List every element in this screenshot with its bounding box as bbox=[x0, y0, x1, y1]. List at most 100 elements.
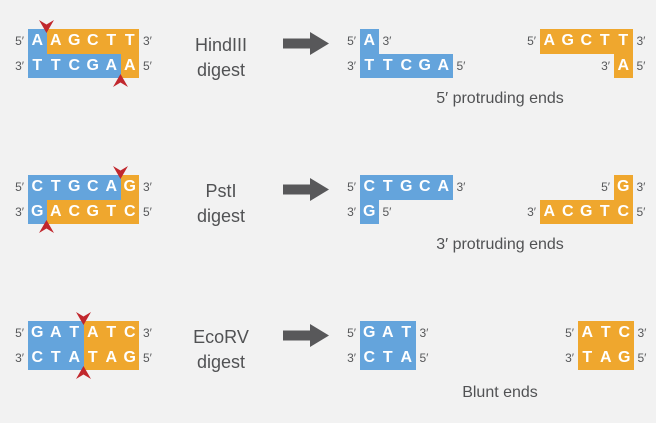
strand-end-label: 3′ bbox=[143, 180, 152, 194]
dna-strand-segment: G bbox=[614, 175, 633, 200]
nucleotide-base: G bbox=[86, 202, 99, 220]
dna-strand-segment: A bbox=[28, 29, 47, 54]
nucleotide-base: G bbox=[418, 56, 431, 74]
dna-strand-segment: G bbox=[28, 199, 47, 224]
arrow-right-icon bbox=[283, 178, 329, 201]
digest-word: digest bbox=[196, 60, 246, 80]
nucleotide-base: G bbox=[363, 324, 376, 341]
strand-end-label: 3′ bbox=[15, 350, 24, 365]
nucleotide-base: A bbox=[543, 32, 556, 49]
dna-strand-segment: A bbox=[120, 53, 139, 78]
nucleotide-base: C bbox=[561, 202, 574, 220]
nucleotide-base: C bbox=[418, 178, 431, 195]
cut-site-marker-icon bbox=[113, 74, 128, 87]
nucleotide-base: G bbox=[123, 348, 136, 366]
strand-end-label: 5′ bbox=[347, 34, 356, 48]
enzyme-name: PstI bbox=[205, 181, 237, 201]
nucleotide-base: G bbox=[618, 348, 631, 366]
strand-end-label: 3′ bbox=[15, 58, 24, 73]
nucleotide-base: T bbox=[382, 56, 393, 74]
nucleotide-base: A bbox=[49, 32, 62, 49]
strand-end-label: 3′ bbox=[347, 58, 356, 73]
nucleotide-base: C bbox=[31, 178, 44, 195]
strand-end-label: 3′ bbox=[15, 204, 24, 219]
strand-end-label: 5′ bbox=[347, 326, 356, 340]
ends-caption-blunt: Blunt ends bbox=[462, 384, 538, 401]
strand-end-label: 5′ bbox=[15, 180, 24, 194]
nucleotide-base: G bbox=[123, 178, 136, 195]
cut-site-marker-icon bbox=[76, 312, 91, 325]
strand-end-label: 3′ bbox=[382, 34, 392, 48]
nucleotide-base: T bbox=[582, 348, 593, 366]
nucleotide-base: G bbox=[68, 178, 81, 195]
strand-end-label: 5′ bbox=[636, 204, 646, 219]
arrow-right-icon bbox=[283, 32, 329, 55]
nucleotide-base: C bbox=[618, 324, 631, 341]
nucleotide-base: A bbox=[31, 32, 44, 49]
nucleotide-base: A bbox=[400, 348, 413, 366]
ends-caption-hindiii: 5′ protruding ends bbox=[436, 90, 564, 107]
nucleotide-base: T bbox=[600, 324, 611, 341]
nucleotide-base: T bbox=[32, 56, 43, 74]
nucleotide-base: A bbox=[437, 178, 450, 195]
nucleotide-base: T bbox=[106, 324, 117, 341]
digest-word: digest bbox=[196, 352, 246, 372]
strand-end-label: 3′ bbox=[527, 204, 536, 219]
nucleotide-base: A bbox=[363, 32, 376, 49]
nucleotide-base: A bbox=[123, 56, 136, 74]
strand-end-label: 5′ bbox=[382, 204, 392, 219]
strand-end-label: 5′ bbox=[527, 34, 536, 48]
strand-end-label: 5′ bbox=[637, 350, 647, 365]
nucleotide-base: A bbox=[86, 324, 99, 341]
nucleotide-base: G bbox=[363, 202, 376, 220]
nucleotide-base: A bbox=[105, 56, 118, 74]
dna-strand-segment: A bbox=[614, 53, 633, 78]
nucleotide-base: A bbox=[49, 202, 62, 220]
nucleotide-base: T bbox=[364, 56, 375, 74]
strand-end-label: 5′ bbox=[15, 34, 24, 48]
nucleotide-base: C bbox=[363, 178, 376, 195]
strand-end-label: 3′ bbox=[143, 34, 152, 48]
nucleotide-base: G bbox=[580, 202, 593, 220]
cut-site-marker-icon bbox=[39, 220, 54, 233]
nucleotide-base: C bbox=[68, 202, 81, 220]
dna-strand-segment: G bbox=[360, 199, 379, 224]
nucleotide-base: T bbox=[69, 324, 80, 341]
nucleotide-base: C bbox=[580, 32, 593, 49]
nucleotide-base: T bbox=[50, 178, 61, 195]
cut-site-marker-icon bbox=[76, 366, 91, 379]
nucleotide-base: A bbox=[599, 348, 612, 366]
nucleotide-base: T bbox=[124, 32, 135, 49]
strand-end-label: 5′ bbox=[601, 180, 610, 194]
nucleotide-base: T bbox=[50, 56, 61, 74]
nucleotide-base: C bbox=[617, 202, 630, 220]
nucleotide-base: C bbox=[363, 348, 376, 366]
nucleotide-base: A bbox=[49, 324, 62, 341]
nucleotide-base: T bbox=[401, 324, 412, 341]
enzyme-name: HindIII bbox=[194, 35, 248, 55]
strand-end-label: 3′ bbox=[143, 326, 152, 340]
nucleotide-base: C bbox=[68, 56, 81, 74]
dna-strand-segment: G bbox=[120, 175, 139, 200]
digest-word: digest bbox=[196, 206, 246, 226]
nucleotide-base: A bbox=[105, 178, 118, 195]
nucleotide-base: A bbox=[617, 56, 630, 74]
enzyme-name: EcoRV bbox=[193, 327, 249, 347]
nucleotide-base: G bbox=[561, 32, 574, 49]
nucleotide-base: T bbox=[87, 348, 98, 366]
strand-end-label: 5′ bbox=[143, 350, 152, 365]
strand-end-label: 5′ bbox=[636, 58, 646, 73]
